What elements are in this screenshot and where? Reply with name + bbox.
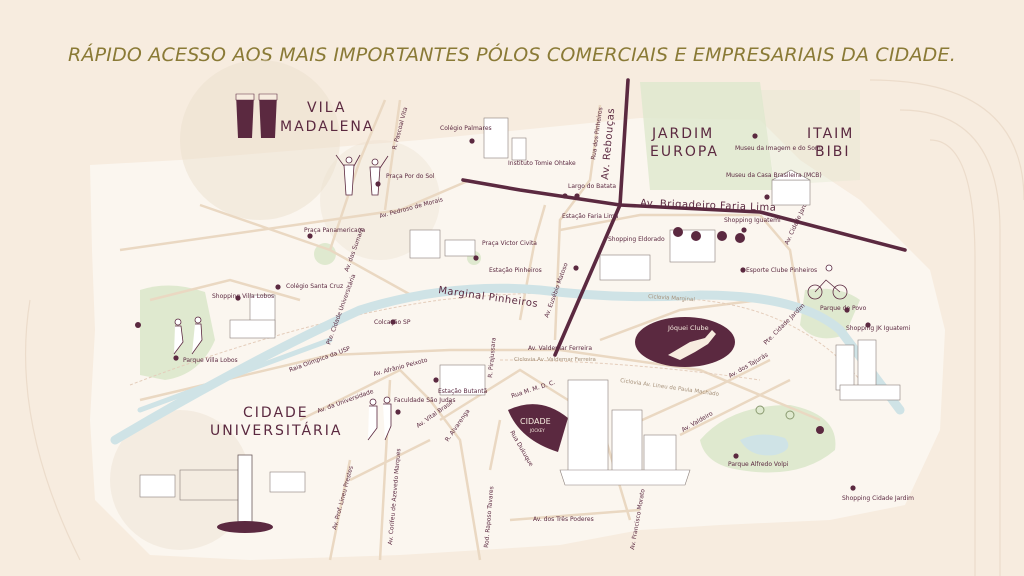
district-vila-madalena-2: MADALENA [280, 119, 374, 135]
pin-dot-icon [395, 409, 401, 415]
cidade-jockey-site: CIDADE JOCKEY [508, 404, 568, 452]
runners-icon [173, 316, 203, 355]
poi-eldorado: Shopping Eldorado [608, 236, 665, 243]
road-reboucas [553, 78, 630, 357]
pin-dot-icon [574, 193, 580, 199]
pin-dot-icon [562, 193, 568, 199]
poi-sao-judas: Faculdade São Judas [394, 397, 456, 404]
label-cidade-sub: JOCKEY [529, 428, 545, 433]
street-ciclovia-marginal: Ciclovia Marginal [648, 294, 696, 303]
pin-dot-icon [764, 194, 770, 200]
district-cu-2: UNIVERSITÁRIA [210, 422, 343, 439]
pin-dot-icon [390, 319, 396, 325]
poi-panamericana: Praça Panamericana [304, 227, 365, 234]
poi-parque-villa-lobos: Parque Villa Lobos [183, 357, 238, 364]
major-roads [461, 78, 907, 357]
poi-santa-cruz: Colégio Santa Cruz [286, 283, 343, 290]
pin-dot-icon [307, 233, 313, 239]
poi-museu-imagem: Museu da Imagem e do Som [735, 145, 821, 152]
poi-estacao-pinheiros: Estação Pinheiros [489, 267, 542, 274]
poi-largo-batata: Largo do Batata [568, 183, 616, 190]
tree-icons [135, 227, 824, 434]
lagoon [740, 434, 789, 456]
poi-shopping-cidade-jardim: Shopping Cidade Jardim [842, 495, 914, 502]
poi-parque-povo: Parque do Povo [820, 305, 867, 312]
poi-tomie: Instituto Tomie Ohtake [508, 160, 576, 167]
poi-victor-civita: Praça Victor Civita [482, 240, 537, 247]
pin-dot-icon [375, 181, 381, 187]
walkers-icon [367, 396, 392, 441]
pin-dot-icon [844, 307, 850, 313]
background-decoration [24, 79, 1024, 576]
pin-dot-icon [235, 295, 241, 301]
poi-ecp: Esporte Clube Pinheiros [746, 267, 817, 274]
pin-dot-icon [573, 265, 579, 271]
building-sketches [139, 117, 901, 501]
pin-dot-icon [740, 267, 746, 273]
poi-colecao-sp: Colcação SP [374, 319, 411, 326]
street-ciclovia-valdemar: Ciclovia Av. Valdemar Ferreira [514, 357, 596, 363]
poi-alfredo-volpi: Parque Alfredo Volpi [728, 461, 789, 468]
poi-labels: Colégio Palmares Instituto Tomie Ohtake … [183, 125, 914, 502]
poi-estacao-butanta: Estação Butantã [438, 388, 488, 395]
minor-streets [119, 99, 821, 561]
label-jockey: Jóquei Clube [667, 324, 709, 332]
district-cu-1: CIDADE [243, 405, 309, 421]
pin-dot-icon [469, 138, 475, 144]
pin-dot-icon [850, 485, 856, 491]
poi-museu-casa: Museu da Casa Brasileira (MCB) [726, 172, 822, 179]
street-pirajussara: R. Pirajussara [487, 337, 498, 378]
label-cidade: CIDADE [520, 417, 551, 426]
pin-dot-icon [473, 255, 479, 261]
beer-glasses-icon [235, 93, 278, 138]
district-jardim-europa-1: JARDIM [651, 126, 714, 142]
poi-por-do-sol: Praça Por do Sol [386, 173, 435, 180]
pin-dot-icon [865, 322, 871, 328]
pin-dot-icon [752, 133, 758, 139]
pin-dot-icon [275, 284, 281, 290]
district-itaim-1: ITAIM [807, 126, 854, 142]
people-icon [335, 154, 389, 196]
poi-jk: Shopping JK Iguatemi [846, 325, 911, 332]
pin-dot-icon [173, 355, 179, 361]
university-tower [217, 454, 273, 533]
poi-colegio-palmares: Colégio Palmares [440, 125, 492, 132]
street-valdemar: Av. Valdemar Ferreira [528, 345, 592, 352]
district-itaim-2: BIBI [815, 144, 850, 160]
district-jardim-europa-2: EUROPA [650, 144, 719, 160]
jockey-club: Jóquei Clube [635, 317, 735, 367]
district-vila-madalena-1: VILA [307, 100, 346, 116]
poi-shopping-villa-lobos: Shopping Villa Lobos [212, 293, 274, 300]
headline: RÁPIDO ACESSO AOS MAIS IMPORTANTES PÓLOS… [68, 44, 956, 66]
cyclist-icon [807, 264, 848, 300]
poi-iguatemi: Shopping Iguatemi [724, 217, 781, 224]
poi-dots [173, 133, 871, 491]
river-pinheiros [110, 283, 905, 445]
poi-estacao-faria-lima: Estação Faria Lima [562, 213, 619, 220]
pin-dot-icon [733, 453, 739, 459]
horse-jumper-icon [668, 330, 716, 360]
street-tres-poderes: Av. dos Três Poderes [533, 516, 594, 523]
raia-olimpica [137, 337, 333, 413]
pin-dot-icon [741, 227, 747, 233]
pin-dot-icon [433, 377, 439, 383]
label-faria-lima: Av. Brigadeiro Faria Lima [640, 198, 777, 214]
